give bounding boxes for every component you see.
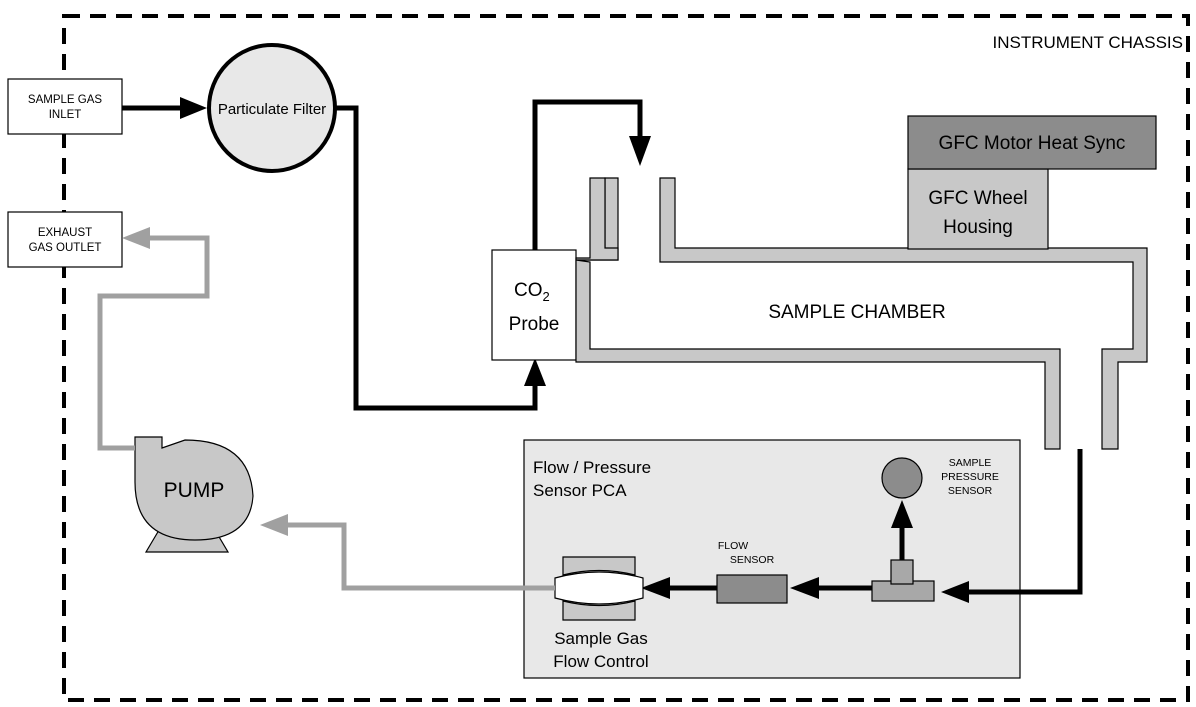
pca-label-line1: Flow / Pressure [533, 458, 651, 477]
chassis-label: INSTRUMENT CHASSIS [993, 33, 1184, 52]
sample-gas-flow-control: Sample Gas Flow Control [553, 556, 649, 671]
pump-to-exhaust-line [97, 227, 210, 451]
pca-label-line2: Sensor PCA [533, 481, 627, 500]
inlet-label-line1: SAMPLE GAS [28, 94, 102, 106]
co2-probe-label-line2: Probe [509, 314, 560, 335]
inlet-label-line2: INLET [49, 109, 82, 121]
pressure-sensor-label-line3: SENSOR [948, 485, 993, 497]
exhaust-gas-outlet: EXHAUST GAS OUTLET [7, 211, 123, 268]
exhaust-label-line2: GAS OUTLET [29, 242, 102, 254]
tee-to-pressure-sensor-line [891, 500, 913, 560]
flow-sensor-to-control-line [641, 577, 717, 599]
gfc-motor-label: GFC Motor Heat Sync [939, 133, 1126, 154]
probe-to-chamber-line [532, 99, 651, 252]
exhaust-label-line1: EXHAUST [38, 227, 92, 239]
sample-chamber: SAMPLE CHAMBER [575, 177, 1148, 450]
sample-gas-inlet: SAMPLE GAS INLET [7, 78, 123, 135]
particulate-filter: Particulate Filter [207, 43, 337, 173]
gfc-wheel-housing: GFC Wheel Housing [907, 168, 1049, 250]
pump-label: PUMP [164, 479, 225, 502]
co2-probe: CO2 Probe [491, 249, 577, 361]
inlet-to-filter-line [122, 97, 207, 119]
gfc-wheel-label-line1: GFC Wheel [928, 188, 1027, 209]
pressure-sensor-label-line1: SAMPLE [949, 457, 992, 469]
gfc-motor-heat-sync: GFC Motor Heat Sync [907, 115, 1157, 170]
flow-control-label-line1: Sample Gas [554, 629, 648, 648]
control-to-pump-line [260, 514, 555, 591]
chamber-to-pca-line [941, 449, 1083, 603]
flow-sensor-label-line2: SENSOR [730, 554, 775, 566]
flow-sensor-label-line1: FLOW [718, 540, 748, 552]
flow-control-label-line2: Flow Control [553, 652, 648, 671]
instrument-chassis-border [62, 14, 1190, 702]
sample-pressure-sensor: SAMPLE PRESSURE SENSOR [881, 457, 999, 499]
filter-label: Particulate Filter [218, 101, 326, 118]
gfc-wheel-label-line2: Housing [943, 217, 1013, 238]
tee-to-flow-sensor-line [790, 577, 872, 599]
pump: PUMP [134, 436, 254, 553]
co2-probe-label-line1: CO2 [514, 280, 550, 304]
tee-fitting [871, 559, 935, 602]
sample-chamber-label: SAMPLE CHAMBER [768, 302, 945, 323]
pressure-sensor-label-line2: PRESSURE [941, 471, 999, 483]
filter-to-probe-line [335, 105, 546, 411]
